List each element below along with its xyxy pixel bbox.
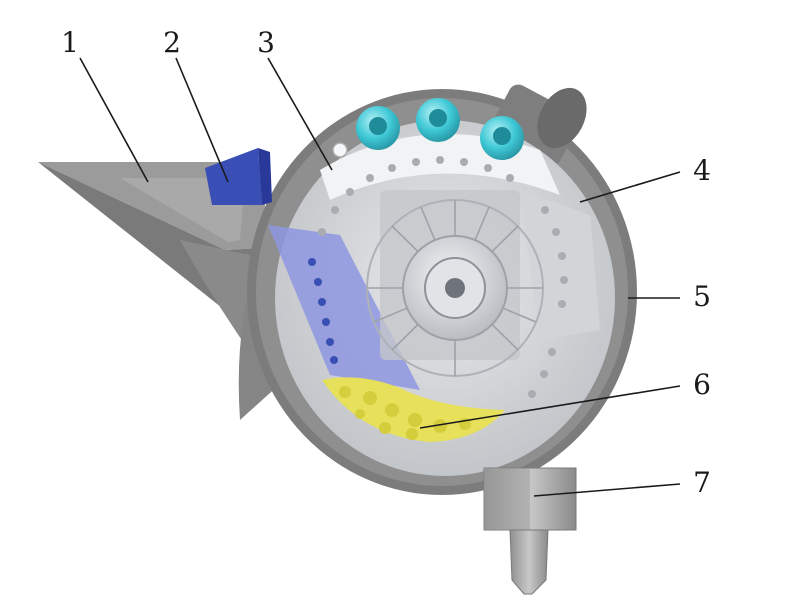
- leader-3: [267, 57, 333, 171]
- discharge-outlet: [483, 467, 577, 595]
- callout-5: 5: [693, 280, 711, 313]
- leader-1: [79, 57, 149, 183]
- callout-4: 4: [693, 154, 711, 187]
- leader-6: [419, 385, 681, 429]
- leader-4: [579, 171, 681, 203]
- callout-2: 2: [163, 26, 181, 59]
- nozzle-left: [356, 106, 400, 150]
- hopper-accent: [205, 148, 272, 205]
- nozzle-middle: [416, 98, 460, 142]
- drum-perforations: [318, 156, 568, 398]
- callout-1: 1: [61, 26, 79, 59]
- leader-lines: [79, 57, 681, 497]
- callout-labels: 1 2 3 4 5 6 7: [61, 26, 711, 499]
- nozzle-right: [480, 116, 524, 160]
- leader-7: [533, 483, 681, 497]
- leader-2: [175, 57, 229, 183]
- callout-3: 3: [257, 26, 275, 59]
- callout-6: 6: [693, 368, 711, 401]
- central-rotor: [366, 190, 544, 377]
- callout-7: 7: [693, 466, 711, 499]
- spray-nozzles: [332, 98, 524, 160]
